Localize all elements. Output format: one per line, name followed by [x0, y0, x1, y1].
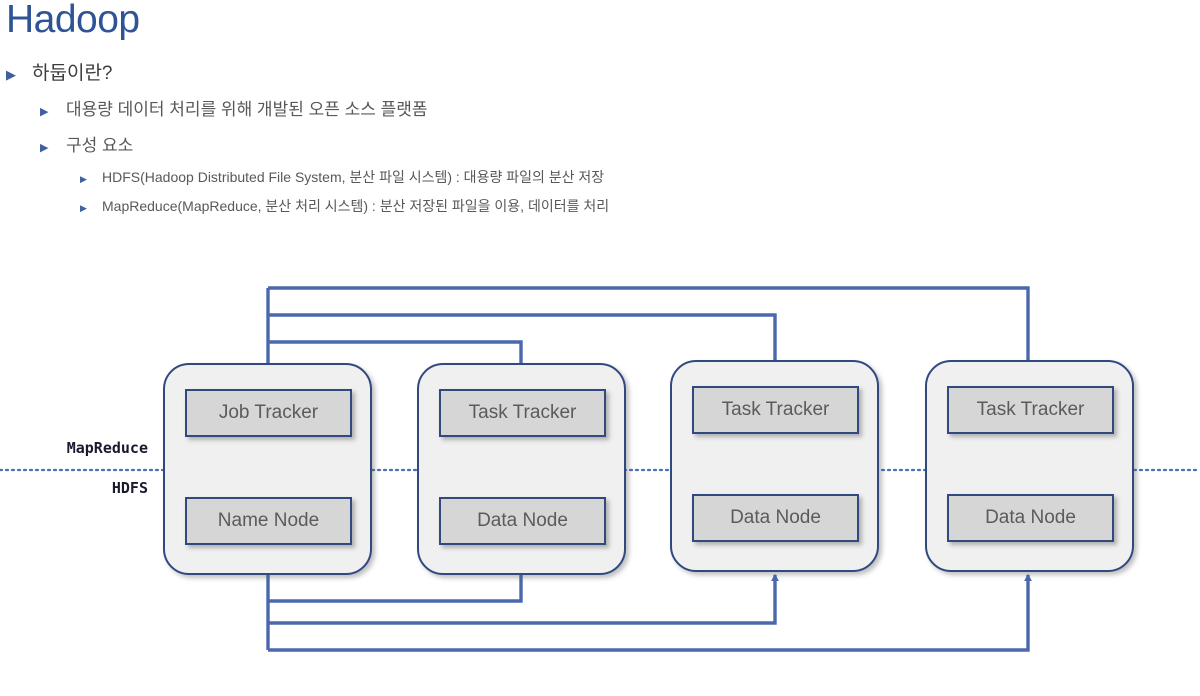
list-item: ▶ HDFS(Hadoop Distributed File System, 분… — [0, 167, 1190, 187]
list-item-label: 대용량 데이터 처리를 위해 개발된 오픈 소스 플랫폼 — [66, 100, 428, 119]
connector-jobtracker-to-tasktracker-3 — [268, 286, 1032, 384]
page-title: Hadoop — [6, 0, 140, 41]
chip-data-node[interactable]: Data Node — [439, 497, 606, 545]
lane-label-hdfs: HDFS — [111, 479, 148, 497]
chip-job-tracker[interactable]: Job Tracker — [185, 389, 352, 437]
bullet-list: ▶ 하둡이란? ▶ 대용량 데이터 처리를 위해 개발된 오픈 소스 플랫폼 ▶… — [0, 58, 1190, 225]
connector-jobtracker-to-tasktracker-2 — [268, 313, 779, 384]
cluster-slave-2[interactable]: Task Tracker Data Node — [670, 360, 879, 572]
list-item: ▶ 구성 요소 — [0, 131, 1190, 156]
connector-namenode-to-datanode-3 — [268, 573, 1032, 652]
chip-name-node[interactable]: Name Node — [185, 497, 352, 545]
chip-data-node[interactable]: Data Node — [692, 494, 859, 542]
list-item: ▶ 하둡이란? — [0, 58, 1190, 85]
chip-task-tracker[interactable]: Task Tracker — [439, 389, 606, 437]
chip-task-tracker[interactable]: Task Tracker — [692, 386, 859, 434]
list-item-label: MapReduce(MapReduce, 분산 처리 시스템) : 분산 저장된… — [102, 198, 610, 214]
list-item-label: 하둡이란? — [32, 63, 113, 84]
lane-label-mapreduce: MapReduce — [66, 439, 148, 457]
cluster-slave-1[interactable]: Task Tracker Data Node — [417, 363, 626, 575]
triangle-bullet-icon: ▶ — [6, 67, 16, 82]
cluster-slave-3[interactable]: Task Tracker Data Node — [925, 360, 1134, 572]
list-item-label: HDFS(Hadoop Distributed File System, 분산 … — [102, 169, 605, 185]
triangle-bullet-icon: ▶ — [80, 174, 87, 184]
cluster-master[interactable]: Job Tracker Name Node — [163, 363, 372, 575]
triangle-bullet-icon: ▶ — [80, 203, 87, 213]
triangle-bullet-icon: ▶ — [40, 106, 49, 118]
list-item: ▶ 대용량 데이터 처리를 위해 개발된 오픈 소스 플랫폼 — [0, 95, 1190, 120]
triangle-bullet-icon: ▶ — [40, 142, 49, 154]
connector-namenode-to-datanode-2 — [268, 573, 779, 625]
chip-data-node[interactable]: Data Node — [947, 494, 1114, 542]
list-item-label: 구성 요소 — [66, 136, 134, 155]
chip-task-tracker[interactable]: Task Tracker — [947, 386, 1114, 434]
list-item: ▶ MapReduce(MapReduce, 분산 처리 시스템) : 분산 저… — [0, 196, 1190, 216]
